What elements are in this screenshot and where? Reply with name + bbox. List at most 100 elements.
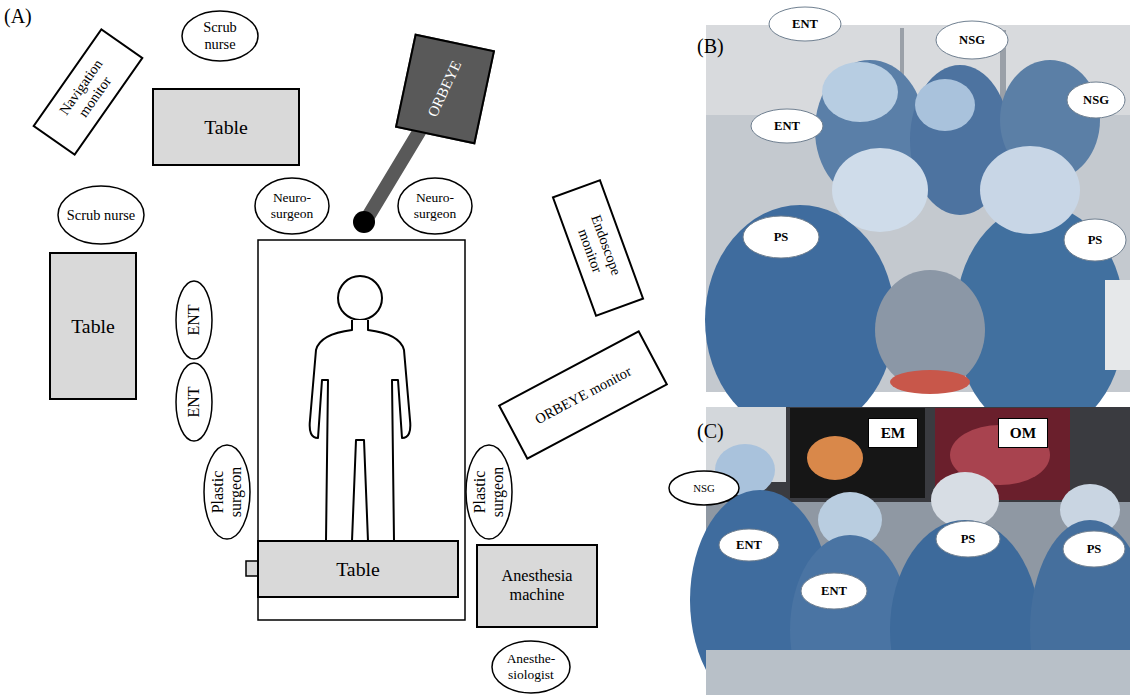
staff-oval: Plastic surgeon [465,444,513,540]
photo-c [690,407,1130,695]
node-label: NSG [1083,93,1109,107]
text-holder: ENT [718,528,780,562]
node-label: PS [1087,542,1102,556]
patient-head [338,276,382,320]
text-holder: PS [1063,218,1127,262]
patient-body [310,320,411,541]
text-holder: PS [935,520,1001,558]
node-label: PS [774,230,789,244]
monitor-box: Endoscope monitor [552,179,645,317]
staff-oval: ENT [175,280,213,360]
staff-oval: Anesthe-siologist [491,640,571,694]
text-holder: Table [154,90,298,164]
node-label: PS [961,532,976,546]
text-holder: PS [742,215,820,259]
staff-oval: Neuro-surgeon [397,177,473,235]
photo-tag: NSG [668,470,740,506]
node-label: Neuro-surgeon [260,190,324,221]
photo-tag: ENT [718,528,780,562]
node-label: NSG [959,33,985,47]
node-label: ORBEYE [419,46,471,131]
text-holder: ENT [185,367,203,437]
text-holder: Anesthe-siologist [491,640,571,694]
node-label: Plastic surgeon [209,452,246,532]
node-label: ENT [792,17,818,31]
text-holder: NSG [935,20,1009,60]
text-holder: Plastic surgeon [471,452,508,532]
text-holder: ENT [768,6,842,42]
node-label: ENT [821,584,847,598]
panel-letter: (B) [697,36,724,56]
text-holder: NSG [668,470,740,506]
panel-letter: (C) [697,421,724,441]
text-holder: Plastic surgeon [209,452,246,532]
text-holder: Table [51,254,135,398]
screen-tag: OM [998,418,1048,448]
monitor-box: Navigation monitor [32,28,143,156]
node-label: Plastic surgeon [471,452,508,532]
text-holder: Endoscope monitor [554,182,642,315]
text-holder: Scrub nurse [57,185,145,245]
text-holder: PS [1062,530,1126,568]
text-holder: ORBEYE [419,46,471,131]
photo-b [705,25,1130,435]
photo-tag: PS [935,520,1001,558]
photo-tag: NSG [1066,81,1126,119]
text-holder: EM [869,419,917,447]
photo-tag: ENT [768,6,842,42]
text-holder: Anesthesia machine [478,546,596,626]
node-label: Endoscope monitor [563,190,632,307]
node-label: EM [881,424,906,442]
text-holder: OM [999,419,1047,447]
monitor-box: ORBEYE monitor [498,330,668,460]
staff-oval: ENT [175,362,213,442]
staff-oval: Neuro-surgeon [254,177,330,235]
photo-tag: PS [1062,530,1126,568]
photo-tag: NSG [935,20,1009,60]
node-label: Neuro-surgeon [403,190,467,221]
node-label: ENT [774,119,800,133]
photo-tag: ENT [750,108,824,144]
photo-tag: ENT [800,572,868,610]
node-label: NSG [693,482,715,494]
text-holder: ENT [800,572,868,610]
machine-box: Anesthesia machine [476,544,598,628]
table-box: Table [257,540,459,598]
node-label: PS [1088,233,1103,247]
table-box: Table [152,88,300,166]
node-label: Navigation monitor [45,40,132,144]
panel-letter: (A) [4,6,32,26]
node-label: Table [204,116,248,139]
node-label: ENT [185,285,203,355]
screen-tag: EM [868,418,918,448]
microscope-box: ORBEYE [395,34,495,145]
text-holder: Neuro-surgeon [254,177,330,235]
node-label: ENT [185,367,203,437]
table-box: Table [49,252,137,400]
text-holder: ENT [185,285,203,355]
orbeye-head [353,211,375,233]
node-label: OM [1010,424,1036,442]
node-label: Scrub nurse [67,207,135,224]
text-holder: Scrub nurse [181,10,259,62]
operating-bed [258,240,465,620]
text-holder: NSG [1066,81,1126,119]
staff-oval: Scrub nurse [57,185,145,245]
text-holder: Table [259,542,457,596]
text-holder: Neuro-surgeon [397,177,473,235]
staff-oval: Scrub nurse [181,10,259,62]
staff-oval: Plastic surgeon [203,444,251,540]
node-label: Scrub nurse [187,19,253,52]
photo-tag: PS [1063,218,1127,262]
node-label: ENT [736,538,762,552]
node-label: ORBEYE monitor [532,363,634,428]
node-label: Table [336,558,380,581]
photo-tag: PS [742,215,820,259]
node-label: Anesthesia machine [484,567,590,604]
text-holder: Navigation monitor [35,31,141,154]
text-holder: ORBEYE monitor [501,333,666,457]
node-label: Anesthe-siologist [497,651,565,682]
node-label: Table [71,315,115,338]
text-holder: ENT [750,108,824,144]
